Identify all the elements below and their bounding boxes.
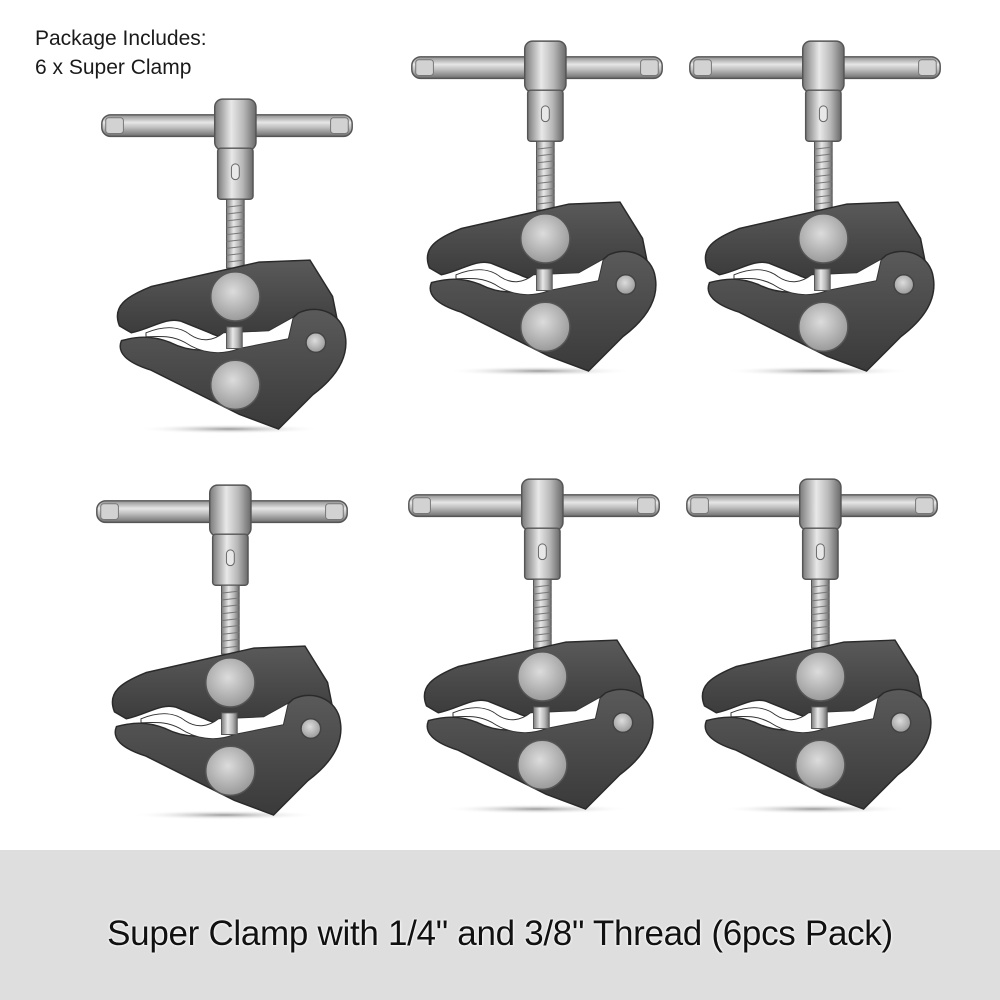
super-clamp-image-5 (399, 462, 669, 832)
super-clamp-image-3 (680, 24, 950, 394)
product-title-banner: Super Clamp with 1/4" and 3/8" Thread (6… (0, 850, 1000, 1000)
super-clamp-image-2 (402, 24, 672, 394)
package-heading: Package Includes: (35, 27, 207, 50)
package-includes-text: Package Includes: 6 x Super Clamp (35, 24, 207, 82)
super-clamp-image-4 (87, 468, 357, 838)
package-contents: 6 x Super Clamp (35, 56, 192, 79)
super-clamp-image-1 (92, 82, 362, 452)
product-title: Super Clamp with 1/4" and 3/8" Thread (6… (107, 914, 893, 953)
super-clamp-image-6 (677, 462, 947, 832)
